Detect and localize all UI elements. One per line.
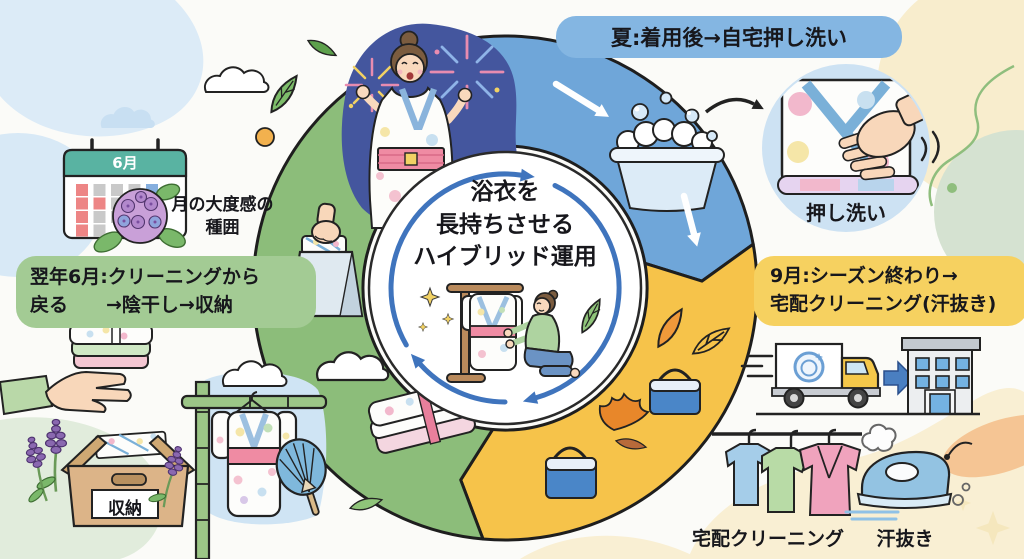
label-storage: 収納 bbox=[108, 499, 142, 519]
wash-basin-icon bbox=[609, 91, 725, 212]
green-circle-blob bbox=[934, 130, 1024, 294]
bubbles-icon bbox=[631, 91, 718, 142]
calendar-icon bbox=[62, 138, 188, 253]
badge-next-june-line1: 翌年6月:クリーニングから bbox=[30, 266, 260, 289]
gripping-hand-icon bbox=[311, 220, 341, 244]
label-delivery-cleaning: 宅配クリーニング bbox=[692, 528, 845, 550]
badge-september-line2: 宅配クリーニング(汗抜き) bbox=[770, 293, 997, 315]
drying-stand-icon bbox=[446, 283, 524, 383]
delivery-truck-icon bbox=[740, 342, 881, 409]
giving-hand-icon bbox=[0, 370, 132, 416]
motion-marks-icon bbox=[920, 130, 940, 164]
center-title-line2: 長持ちさせる bbox=[436, 211, 574, 238]
label-sweat-removal: 汗抜き bbox=[876, 528, 934, 550]
handwash-circle bbox=[762, 64, 940, 232]
clothes-rack-icon bbox=[712, 428, 862, 516]
uchiwa-fan-icon bbox=[275, 438, 327, 516]
storage-label-plate bbox=[91, 489, 159, 519]
dot-decor bbox=[255, 127, 275, 147]
center-title-line3: ハイブリッド運用 bbox=[413, 244, 597, 271]
peach-blob bbox=[942, 414, 1024, 478]
shirt-icon bbox=[761, 447, 810, 513]
calendar-note-line2: 種囲 bbox=[205, 217, 240, 238]
drying-scene bbox=[180, 351, 390, 559]
pressing-hand-icon bbox=[838, 88, 928, 181]
badge-september-line1: 9月:シーズン終わり→ bbox=[770, 265, 958, 288]
leaf-icon bbox=[576, 296, 606, 336]
laundry-bag-icon bbox=[545, 446, 597, 499]
label-hand-wash: 押し洗い bbox=[806, 201, 886, 225]
calendar-note-line1: 月の大度感の bbox=[171, 195, 274, 215]
badge-september: 9月:シーズン終わり→ 宅配クリーニング(汗抜き) bbox=[754, 256, 1024, 326]
cycle-arrows-icon bbox=[388, 171, 622, 405]
badge-next-june: 翌年6月:クリーニングから 戻る →陰干し→収納 bbox=[16, 256, 316, 328]
storage-box-icon bbox=[11, 418, 196, 528]
laundry-bag-icon bbox=[649, 368, 701, 415]
ring-segment-september bbox=[459, 242, 759, 542]
leaf-icon bbox=[305, 35, 339, 61]
iron-icon bbox=[844, 423, 973, 521]
badge-summer: 夏:着用後→自宅押し洗い bbox=[556, 16, 902, 58]
building-icon bbox=[901, 337, 981, 415]
maple-leaf-icon bbox=[598, 392, 650, 431]
badge-next-june-line2: 戻る →陰干し→収納 bbox=[30, 294, 233, 316]
badge-summer-text: 夏:着用後→自宅押し洗い bbox=[611, 26, 847, 50]
green-squiggle-line bbox=[928, 64, 1015, 207]
arrow-to-handwash-icon bbox=[704, 97, 755, 114]
arrow-right-icon bbox=[883, 360, 916, 396]
autumn-leaves-icon bbox=[598, 304, 734, 453]
tshirt-icon bbox=[724, 443, 774, 506]
kneeling-woman bbox=[503, 289, 581, 379]
center-title: 浴衣を 長持ちさせる ハイブリッド運用 bbox=[385, 176, 625, 274]
leaf-icon bbox=[265, 71, 303, 117]
bamboo-rack-icon bbox=[180, 380, 328, 559]
robe-icon bbox=[798, 443, 862, 516]
steam-icon bbox=[861, 423, 897, 452]
center-circle bbox=[367, 150, 643, 426]
calendar-month-label: 6月 bbox=[112, 154, 138, 172]
flow-arrow-icon bbox=[552, 80, 701, 247]
cloud-icon bbox=[203, 66, 270, 93]
calendar-note: 月の大度感の 種囲 bbox=[155, 194, 290, 240]
hanging-yukata-icon bbox=[210, 391, 298, 518]
center-title-line1: 浴衣を bbox=[470, 179, 540, 205]
hydrangea-icon bbox=[93, 183, 186, 253]
